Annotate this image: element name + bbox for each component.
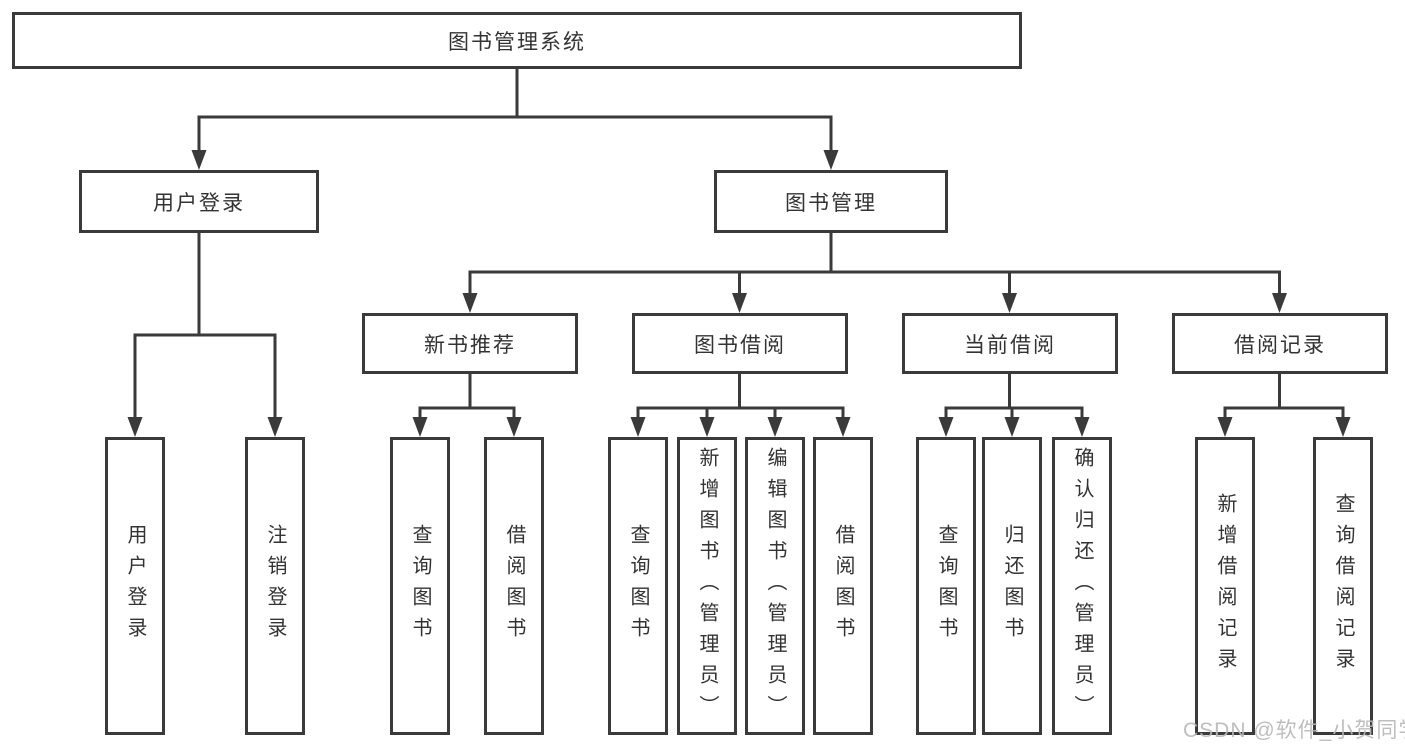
node-user-login-label: 用户登录 xyxy=(153,191,245,215)
arrow-down-icon xyxy=(732,293,747,313)
csdn-watermark: CSDN @软件_小贺同学 xyxy=(1183,719,1405,742)
arrow-down-icon xyxy=(938,417,954,437)
node-book-management: 图书管理 xyxy=(714,170,948,233)
leaf-borrow-add-book-admin: 新增图书（管理员） xyxy=(677,437,737,735)
leaf-recommend-borrow-book-label: 借阅图书 xyxy=(503,524,525,648)
arrow-down-icon xyxy=(835,417,851,437)
leaf-record-query-record: 查询借阅记录 xyxy=(1313,437,1373,735)
leaf-current-return-book: 归还图书 xyxy=(982,437,1042,735)
leaf-borrow-borrow-book: 借阅图书 xyxy=(813,437,873,735)
arrow-down-icon xyxy=(1074,417,1090,437)
node-current-borrow-label: 当前借阅 xyxy=(964,333,1056,357)
node-borrow-record: 借阅记录 xyxy=(1172,313,1388,374)
arrow-down-icon xyxy=(630,417,646,437)
arrow-down-icon xyxy=(1004,417,1020,437)
leaf-borrow-query-book: 查询图书 xyxy=(608,437,668,735)
node-user-login: 用户登录 xyxy=(79,170,319,233)
connector-book-borrow-to-children xyxy=(636,374,845,419)
connector-new-book-recommend-to-children xyxy=(418,374,516,419)
leaf-user-login: 用户登录 xyxy=(105,437,165,735)
leaf-user-login-label: 用户登录 xyxy=(124,524,146,648)
arrow-down-icon xyxy=(1217,417,1233,437)
connector-book-management-to-level3 xyxy=(468,233,1281,295)
arrow-down-icon xyxy=(462,293,478,313)
node-new-book-recommend: 新书推荐 xyxy=(362,313,578,374)
arrow-down-icon xyxy=(412,417,428,437)
arrow-down-icon xyxy=(1335,417,1351,437)
node-book-management-label: 图书管理 xyxy=(785,191,877,215)
node-new-book-recommend-label: 新书推荐 xyxy=(424,333,516,357)
leaf-borrow-borrow-book-label: 借阅图书 xyxy=(832,524,854,648)
leaf-borrow-edit-book-admin: 编辑图书（管理员） xyxy=(745,437,805,735)
leaf-recommend-query-book: 查询图书 xyxy=(390,437,450,735)
arrow-down-icon xyxy=(823,150,839,170)
connector-current-borrow-to-children xyxy=(944,374,1084,419)
leaf-record-query-record-label: 查询借阅记录 xyxy=(1332,493,1354,679)
arrow-down-icon xyxy=(127,417,143,437)
node-book-borrow: 图书借阅 xyxy=(632,313,848,374)
arrow-down-icon xyxy=(1002,293,1017,313)
leaf-current-query-book-label: 查询图书 xyxy=(935,524,957,648)
node-root-label: 图书管理系统 xyxy=(448,30,586,54)
leaf-current-confirm-return-admin: 确认归还（管理员） xyxy=(1052,437,1112,735)
arrow-down-icon xyxy=(699,417,715,437)
leaf-record-add-record-label: 新增借阅记录 xyxy=(1214,493,1236,679)
connector-user-login-to-children xyxy=(133,233,277,419)
node-root: 图书管理系统 xyxy=(12,12,1022,69)
node-current-borrow: 当前借阅 xyxy=(902,313,1118,374)
connector-borrow-record-to-children xyxy=(1223,374,1345,419)
leaf-current-return-book-label: 归还图书 xyxy=(1001,524,1023,648)
arrow-down-icon xyxy=(506,417,522,437)
arrow-down-icon xyxy=(767,417,783,437)
leaf-current-confirm-return-admin-label: 确认归还（管理员） xyxy=(1071,446,1093,726)
leaf-borrow-add-book-admin-label: 新增图书（管理员） xyxy=(696,446,718,726)
arrowheads xyxy=(127,150,1351,437)
leaf-logout-login-label: 注销登录 xyxy=(264,524,286,648)
leaf-current-query-book: 查询图书 xyxy=(916,437,976,735)
leaf-logout-login: 注销登录 xyxy=(245,437,305,735)
leaf-borrow-query-book-label: 查询图书 xyxy=(627,524,649,648)
leaf-recommend-borrow-book: 借阅图书 xyxy=(484,437,544,735)
arrow-down-icon xyxy=(191,150,207,170)
node-borrow-record-label: 借阅记录 xyxy=(1234,333,1326,357)
arrow-down-icon xyxy=(267,417,283,437)
leaf-record-add-record: 新增借阅记录 xyxy=(1195,437,1255,735)
leaf-recommend-query-book-label: 查询图书 xyxy=(409,524,431,648)
node-book-borrow-label: 图书借阅 xyxy=(694,333,786,357)
arrow-down-icon xyxy=(1272,293,1287,313)
connector-root-to-level2 xyxy=(197,69,833,152)
leaf-borrow-edit-book-admin-label: 编辑图书（管理员） xyxy=(764,446,786,726)
